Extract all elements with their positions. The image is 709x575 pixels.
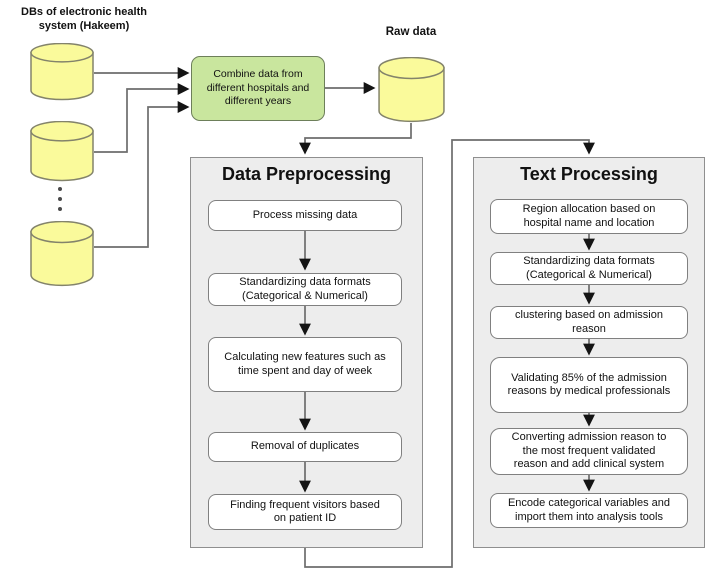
step-finding-frequent-visitors: Finding frequent visitors based on patie… <box>208 494 402 530</box>
arrow-db3-to-combine <box>94 101 190 248</box>
step-label: Validating 85% of the admission <box>511 371 667 384</box>
database-icon <box>30 221 94 287</box>
step-label: Finding frequent visitors based <box>230 498 380 511</box>
step-process-missing-data: Process missing data <box>208 200 402 231</box>
step-label: reason <box>572 322 606 335</box>
step-label: clustering based on admission <box>515 309 663 321</box>
raw-data-label: Raw data <box>385 26 437 38</box>
step-label: Standardizing data formats <box>523 255 655 267</box>
step-label: Standardizing data formats <box>239 276 371 288</box>
database-icon <box>30 43 94 101</box>
step-label: Process missing data <box>252 208 358 221</box>
db-source-label-line2: system (Hakeem) <box>38 19 130 32</box>
raw-data-database-icon <box>378 57 445 123</box>
step-standardizing-data-formats: Standardizing data formats (Categorical … <box>208 273 402 306</box>
step-region-allocation: Region allocation based on hospital name… <box>490 199 688 234</box>
step-calculating-new-features: Calculating new features such as time sp… <box>208 337 402 392</box>
step-removal-of-duplicates: Removal of duplicates <box>208 432 402 462</box>
panel-data-preprocessing-title: Data Preprocessing <box>221 164 392 184</box>
database-cylinder-shape <box>30 221 94 287</box>
arrow-raw-to-preprocessing <box>299 123 412 155</box>
step-label: Removal of duplicates <box>250 440 360 453</box>
arrow-db2-to-combine <box>94 83 190 153</box>
combine-data-line: different hospitals and <box>206 81 310 94</box>
step-label: import them into analysis tools <box>515 510 663 523</box>
database-cylinder-shape <box>378 57 445 123</box>
step-label: Region allocation based on <box>522 203 656 215</box>
step-encode-categorical-variables: Encode categorical variables and import … <box>490 493 688 528</box>
step-label: reason and add clinical system <box>513 458 665 471</box>
step-label: time spent and day of week <box>238 364 372 377</box>
continuation-dots-icon <box>58 187 62 211</box>
step-label: the most frequent validated <box>522 444 656 457</box>
step-label: reasons by medical professionals <box>507 385 671 397</box>
db-source-label-line1: DBs of electronic health <box>21 6 147 18</box>
database-cylinder-shape <box>30 121 94 182</box>
panel-text-processing-title: Text Processing <box>520 164 658 184</box>
step-label: Converting admission reason to <box>511 431 667 444</box>
step-converting-admission-reason: Converting admission reason to the most … <box>490 428 688 475</box>
db-source-label: DBs of electronic health system (Hakeem) <box>4 6 164 33</box>
step-standardizing-data-formats-text: Standardizing data formats (Categorical … <box>490 252 688 285</box>
step-label: (Categorical & Numerical) <box>526 268 652 281</box>
step-clustering-admission-reason: clustering based on admission reason <box>490 306 688 339</box>
step-label: Calculating new features such as <box>224 351 386 363</box>
database-cylinder-shape <box>30 43 94 101</box>
combine-data-box: Combine data from different hospitals an… <box>191 56 325 121</box>
step-label: Encode categorical variables and <box>507 497 671 509</box>
step-label: (Categorical & Numerical) <box>242 289 368 302</box>
step-label: hospital name and location <box>523 216 655 229</box>
combine-data-line: Combine data from <box>213 68 303 81</box>
step-validating-admission-reasons: Validating 85% of the admission reasons … <box>490 357 688 413</box>
combine-data-line: different years <box>224 95 292 108</box>
database-icon <box>30 121 94 182</box>
step-label: on patient ID <box>273 512 337 524</box>
